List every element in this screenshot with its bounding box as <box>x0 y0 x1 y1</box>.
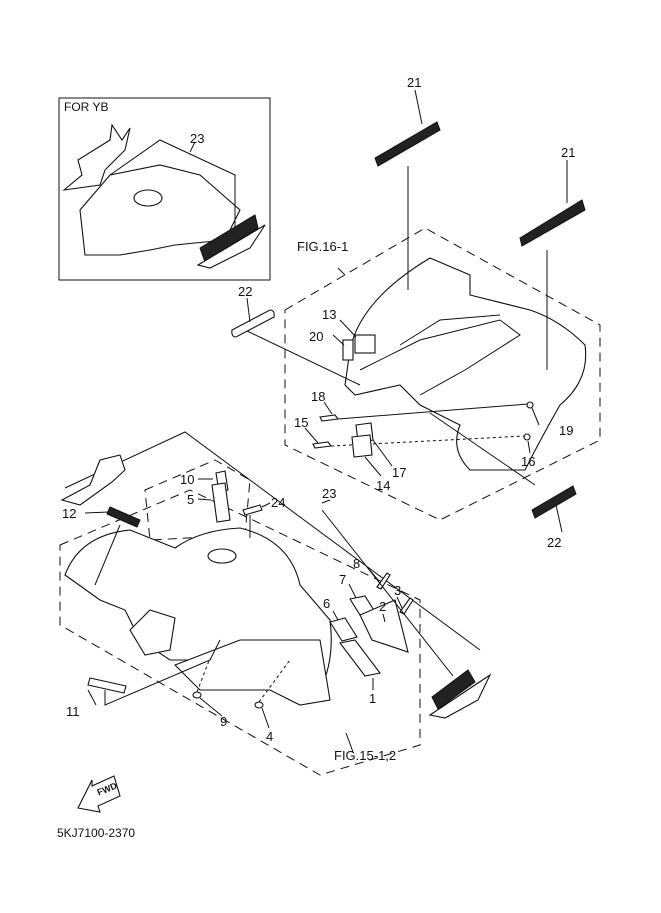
callout-11: 11 <box>66 704 80 719</box>
callout-10: 10 <box>180 472 195 487</box>
part-22-decal-a <box>231 309 275 338</box>
fwd-arrow-icon <box>77 775 121 813</box>
front-fender-group <box>59 431 492 776</box>
callout-6: 6 <box>323 596 331 611</box>
callout-12: 12 <box>62 506 77 521</box>
callout-22-left: 22 <box>238 284 253 299</box>
callout-1: 1 <box>369 691 377 706</box>
part-6-bracket <box>329 617 358 642</box>
part-14-plate <box>351 434 373 458</box>
callout-8: 8 <box>353 556 361 571</box>
part-18-screw <box>319 414 340 422</box>
callout-20: 20 <box>309 329 324 344</box>
callout-16: 16 <box>521 454 536 469</box>
inset-for-yb <box>58 97 271 281</box>
front-fender-lower <box>174 639 331 706</box>
part-1-reflector-frame <box>339 639 381 677</box>
inset-frame <box>58 97 271 281</box>
part-12-yamaha-decal <box>106 506 141 528</box>
callout-17: 17 <box>392 465 407 480</box>
part-21-blaster-decal-b <box>519 199 586 247</box>
part-3-bolt <box>399 597 414 615</box>
callout-13: 13 <box>322 307 337 322</box>
graphic-stripe <box>60 454 126 506</box>
callout-7: 7 <box>339 572 347 587</box>
fig15-boundary <box>59 489 421 776</box>
callout-15: 15 <box>294 415 309 430</box>
callout-18: 18 <box>311 389 326 404</box>
part-8-bolt <box>376 572 391 590</box>
part-19-nut <box>526 401 534 409</box>
inset-title: FOR YB <box>64 100 109 114</box>
callout-3: 3 <box>394 583 402 598</box>
part-24-decal <box>242 504 263 516</box>
fuel-cap-opening <box>207 548 237 564</box>
fig16-boundary <box>284 227 601 521</box>
callout-23-main: 23 <box>322 486 337 501</box>
fig-16-1-ref: FIG.16-1 <box>297 239 349 254</box>
rear-fender-group <box>231 89 601 533</box>
fig-15-1-2-ref: FIG.15-1,2 <box>334 748 397 763</box>
part-2-reflector <box>359 599 409 653</box>
callout-5: 5 <box>187 492 195 507</box>
part-15-screw <box>312 441 333 449</box>
part-9-grommet <box>192 691 202 699</box>
callout-9: 9 <box>220 714 228 729</box>
inset-yamaha-decal <box>199 214 259 263</box>
inset-fuel-cap <box>133 189 163 207</box>
part-20-bracket <box>342 339 354 361</box>
part-5-decal <box>211 482 231 523</box>
rear-fender <box>344 257 587 471</box>
part-21-blaster-decal-a <box>374 121 441 167</box>
callout-2: 2 <box>379 599 387 614</box>
diagram-code: 5KJ7100-2370 <box>57 826 136 840</box>
part-11-yamaha-decal <box>87 677 127 694</box>
part-16-nut <box>523 433 531 441</box>
callout-19: 19 <box>559 423 574 438</box>
callout-24: 24 <box>271 495 286 510</box>
callout-4: 4 <box>266 729 274 744</box>
headlight-housing <box>129 609 176 656</box>
callout-22-right: 22 <box>547 535 562 550</box>
callout-23-inset: 23 <box>190 131 205 146</box>
part-22-decal-b <box>531 485 577 519</box>
part-23-yamaha-decal <box>431 669 476 710</box>
part-13-plate <box>354 334 376 354</box>
callout-14: 14 <box>376 478 391 493</box>
callout-21-top: 21 <box>407 75 422 90</box>
callout-21-right: 21 <box>561 145 576 160</box>
inset-graphic-stripe <box>62 123 131 191</box>
part-4-grommet <box>254 701 264 709</box>
decal-subset-boundary <box>144 459 251 541</box>
